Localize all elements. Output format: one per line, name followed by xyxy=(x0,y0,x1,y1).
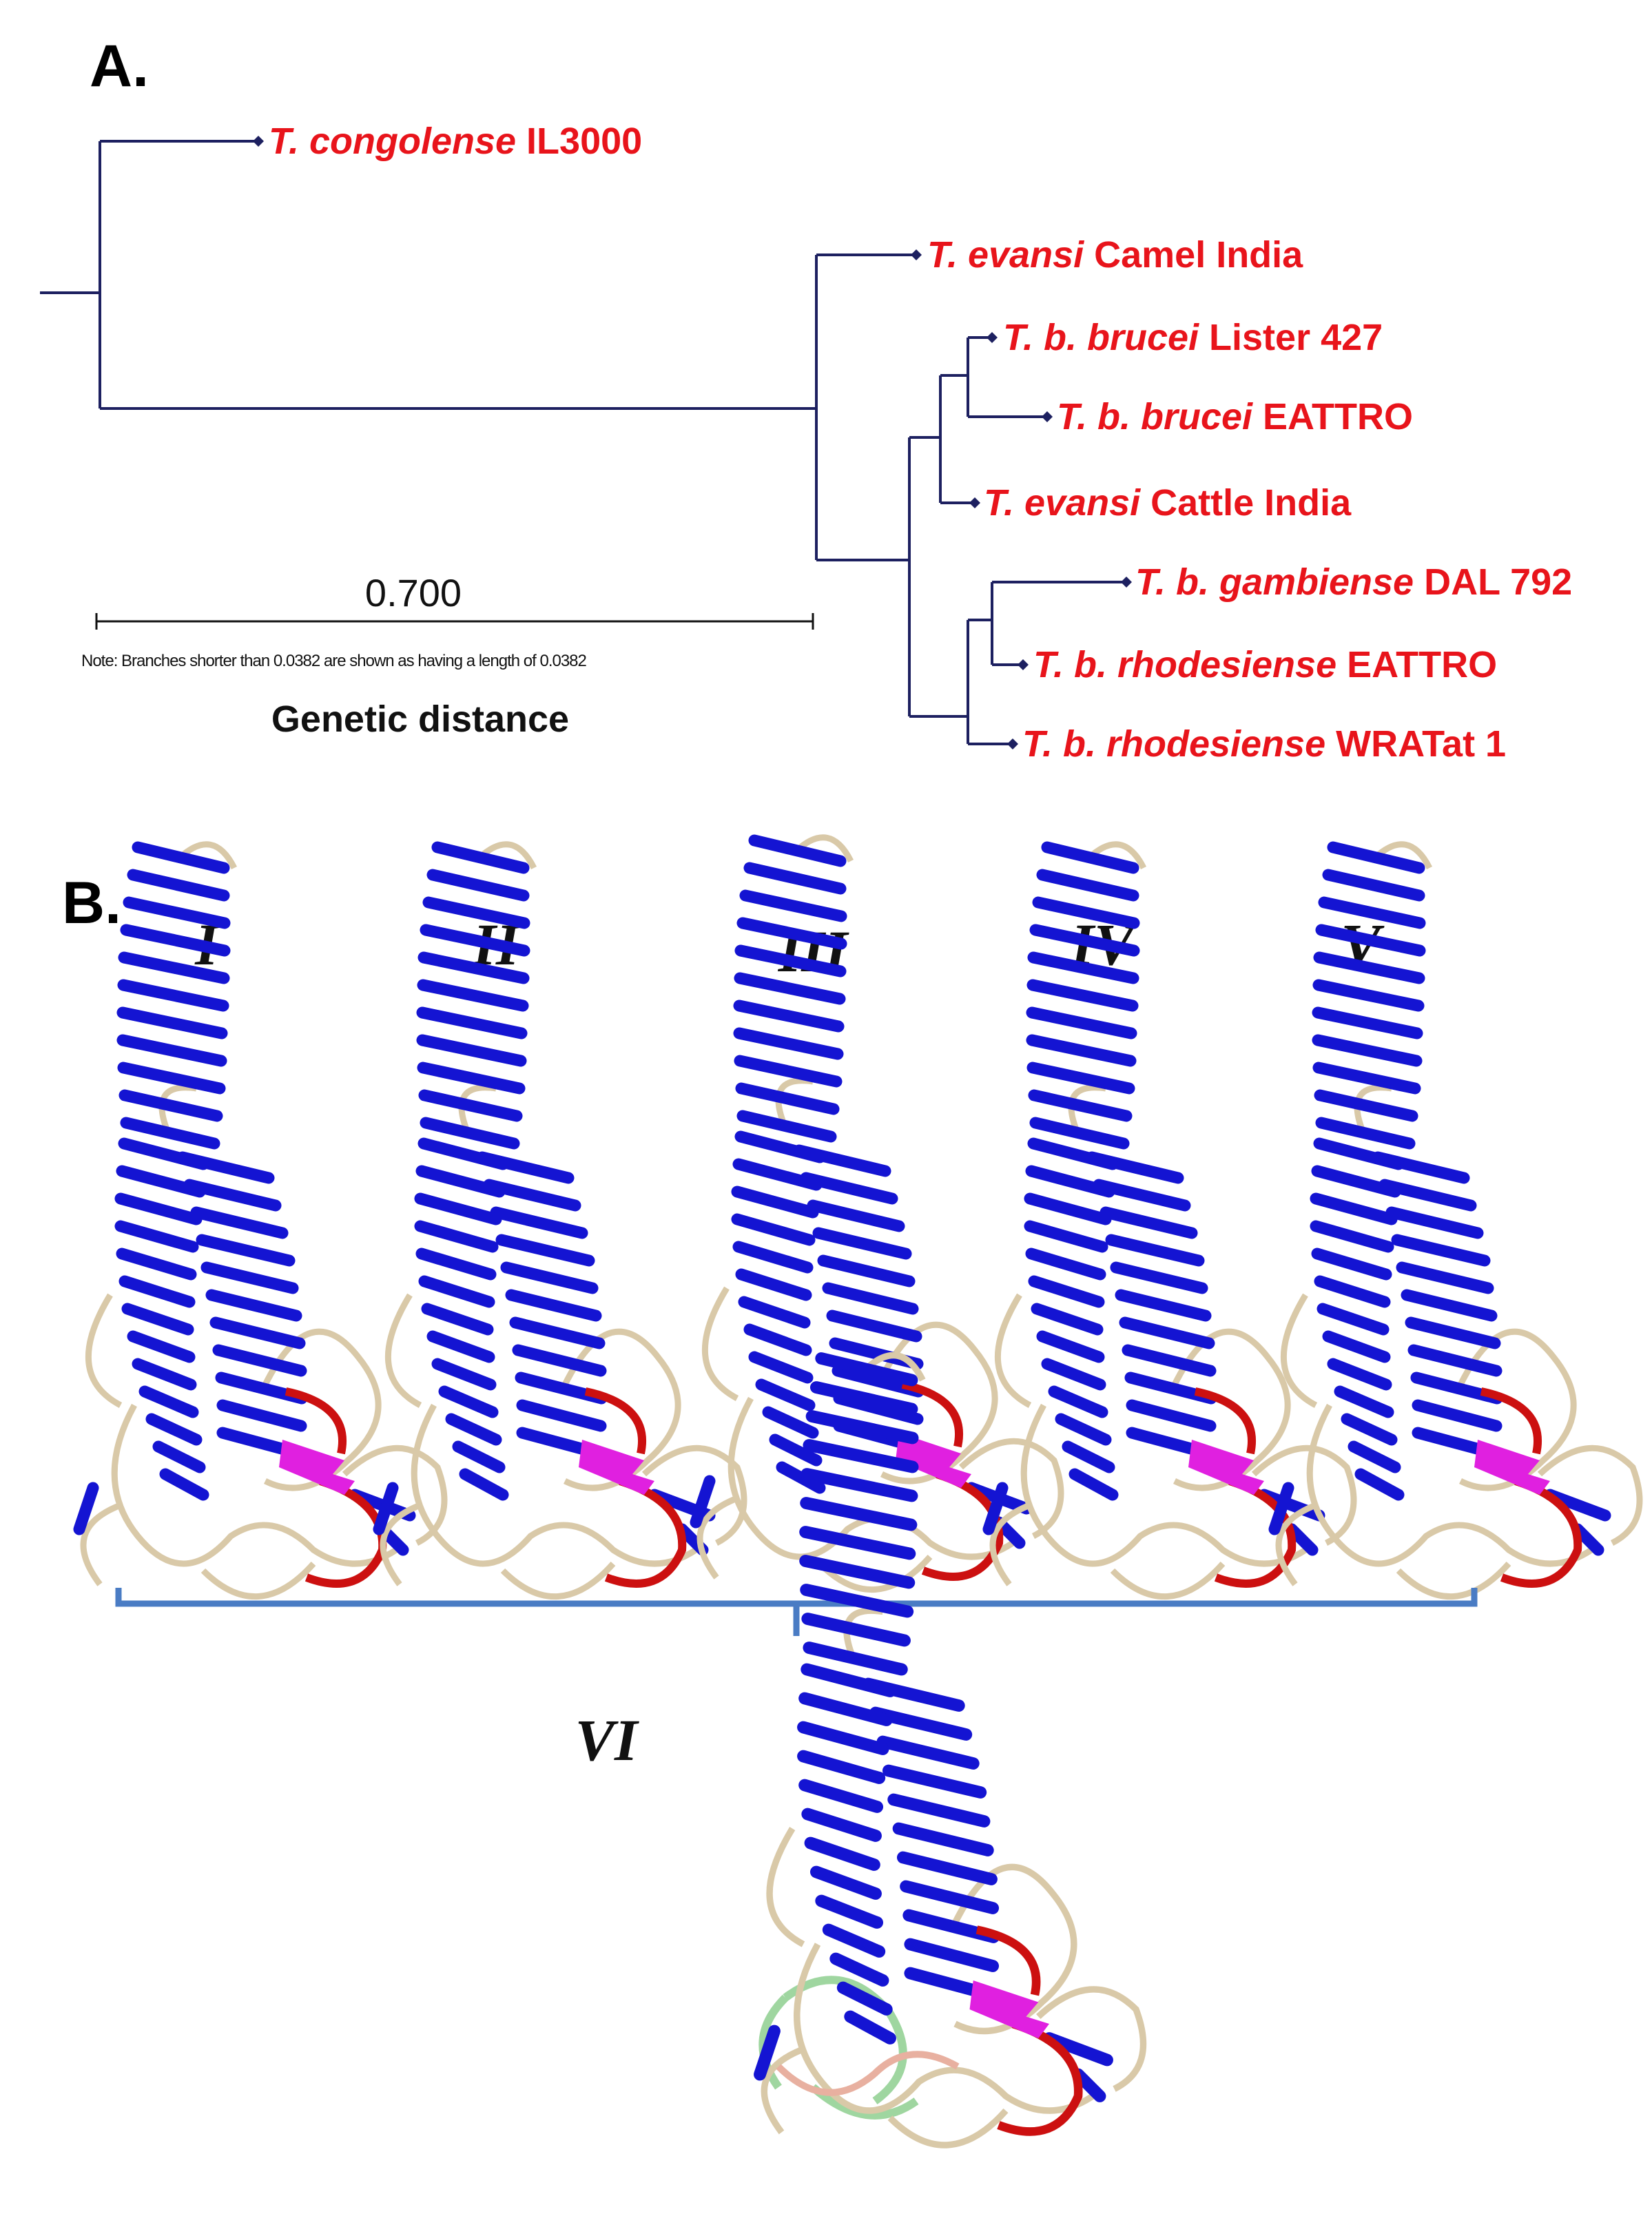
leaf-label-congolense: T. congolense IL3000 xyxy=(269,121,642,162)
tree-branches xyxy=(40,140,1126,745)
leaf-marker xyxy=(1042,411,1053,422)
leaf-markers xyxy=(253,136,1132,749)
leaf-marker xyxy=(969,497,980,508)
protein-structure-ii xyxy=(379,845,744,1597)
leaf-marker xyxy=(1121,577,1132,588)
protein-structure-iv xyxy=(989,845,1354,1597)
genetic-distance-label: Genetic distance xyxy=(271,698,569,740)
branch-length-note: Note: Branches shorter than 0.0382 are s… xyxy=(81,652,587,670)
panel-a-letter: A. xyxy=(90,33,149,99)
grouping-bracket xyxy=(115,1588,1478,1636)
leaf-marker xyxy=(1007,738,1018,749)
leaf-label-gambiense: T. b. gambiense DAL 792 xyxy=(1135,561,1572,603)
protein-structure-v xyxy=(1274,845,1640,1597)
panel-b-letter: B. xyxy=(62,870,121,936)
leaf-label-evansi-camel: T. evansi Camel India xyxy=(927,234,1303,276)
leaf-label-rhodesiense-wratat: T. b. rhodesiense WRATat 1 xyxy=(1022,723,1506,765)
leaf-label-brucei-eattro: T. b. brucei EATTRO xyxy=(1057,396,1413,437)
protein-structures: B. I II III IV V VI xyxy=(62,827,1652,2236)
leaf-label-rhodesiense-eattro: T. b. rhodesiense EATTRO xyxy=(1033,644,1497,685)
protein-structure-vi xyxy=(760,1356,1144,2146)
leaf-label-evansi-cattle: T. evansi Cattle India xyxy=(984,482,1352,524)
phylogenetic-tree: A. xyxy=(40,33,1572,765)
protein-structure-iii xyxy=(696,838,1061,1590)
scale-bar-value: 0.700 xyxy=(365,571,462,614)
leaf-label-brucei-lister: T. b. brucei Lister 427 xyxy=(1003,317,1383,358)
leaf-marker xyxy=(253,136,264,147)
leaf-marker xyxy=(1018,659,1029,670)
leaf-marker xyxy=(987,332,998,343)
leaf-labels: T. congolense IL3000 T. evansi Camel Ind… xyxy=(269,121,1572,765)
structure-label-vi: VI xyxy=(575,1707,639,1773)
leaf-marker xyxy=(911,249,922,260)
scale-bar: 0.700 Note: Branches shorter than 0.0382… xyxy=(81,571,814,740)
scale-bar-line xyxy=(95,613,814,630)
